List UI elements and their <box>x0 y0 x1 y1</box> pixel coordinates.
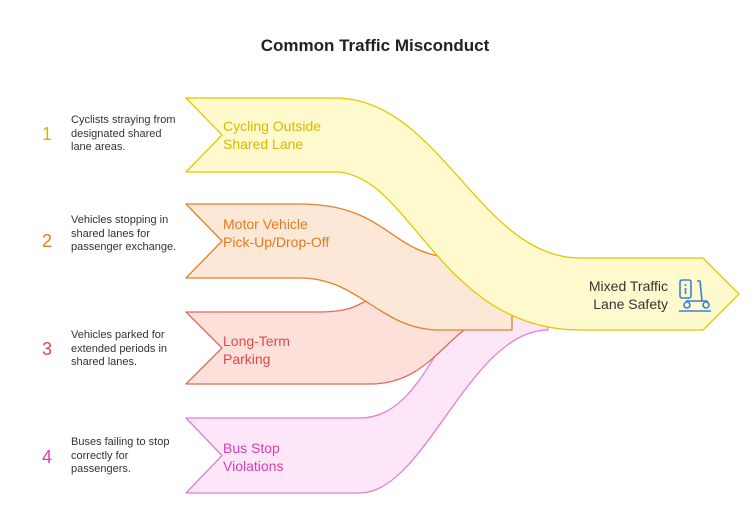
item-2-description: Vehicles stopping in shared lanes for pa… <box>71 214 177 253</box>
item-2-number: 2 <box>41 231 52 251</box>
flow-band-4 <box>185 297 549 494</box>
item-1-number: 1 <box>41 124 52 144</box>
item-1-description: Cyclists straying from designated shared… <box>71 114 176 153</box>
diagram-title: Common Traffic Misconduct <box>260 36 490 55</box>
item-2-label: Motor Vehicle Pick-Up/Drop-Off <box>223 216 330 250</box>
item-4-label: Bus Stop Violations <box>223 440 284 474</box>
item-4-description: Buses failing to stop correctly for pass… <box>71 436 170 475</box>
item-4-number: 4 <box>41 447 52 467</box>
item-3-number: 3 <box>41 339 52 359</box>
item-3-label: Long-Term Parking <box>223 333 290 367</box>
item-3-description: Vehicles parked for extended periods in … <box>71 329 168 368</box>
outcome-label: Mixed Traffic Lane Safety <box>588 278 668 312</box>
item-1-label: Cycling Outside Shared Lane <box>223 118 322 152</box>
scooter-info-icon <box>676 277 714 320</box>
flow-band-1 <box>185 97 740 331</box>
flow-band-2 <box>185 203 513 331</box>
